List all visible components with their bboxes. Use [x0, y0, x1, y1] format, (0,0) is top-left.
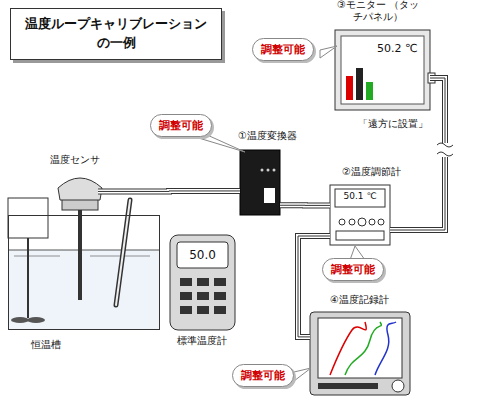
adjustable-callout: 調整可能 [322, 258, 384, 281]
recorder-screen [318, 318, 402, 378]
thermometer-keys [180, 278, 226, 314]
converter-led [273, 169, 276, 172]
monitor-bar [356, 68, 363, 100]
thermometer-body [170, 235, 235, 330]
monitor-touch-panel: 50.2 ℃③モニター （タッチパネル） [335, 30, 430, 110]
converter-led [261, 169, 264, 172]
sensor-head [58, 178, 102, 200]
cable-stroke [298, 236, 330, 337]
callout-text: 調整可能 [331, 262, 375, 277]
device-label: 恒温槽 [31, 339, 61, 351]
device-label: 温度センサ [50, 154, 100, 166]
callout-tail [294, 368, 311, 381]
cable-stroke [390, 78, 445, 230]
display-value: 50.0 [177, 248, 228, 262]
stirrer-motor [8, 198, 48, 238]
adjustable-callout: 調整可能 [232, 364, 294, 387]
adjustable-callout: 調整可能 [252, 38, 314, 61]
temperature-sensor: 温度センサ [62, 178, 98, 210]
monitor-bar [366, 82, 373, 100]
bath-water [9, 250, 159, 329]
note-label: 「遠方に設置」 [358, 118, 428, 130]
constant-temperature-bath: 恒温槽 [8, 215, 160, 330]
recorder-keys [318, 383, 378, 389]
cable-stroke [280, 202, 330, 208]
water-line [9, 250, 159, 251]
cable-stroke [98, 190, 240, 191]
monitor-frame [335, 30, 430, 110]
recorder-body [310, 312, 410, 395]
callout-text: 調整可能 [241, 368, 285, 383]
title-text: 温度ループキャリブレーション の一例 [21, 15, 211, 53]
device-label: ①温度変換器 [238, 130, 297, 142]
signal-cable [298, 236, 330, 337]
device-label: ②温度調節計 [342, 166, 401, 178]
water-mark [14, 256, 60, 257]
display-value: 50.1 ℃ [336, 191, 384, 202]
controller-body [330, 185, 390, 245]
cable-stroke [280, 205, 330, 206]
cable-stroke [390, 78, 445, 230]
signal-cable [390, 78, 445, 230]
cable-stroke [298, 236, 330, 337]
recorder-knob [392, 380, 404, 392]
recorder-trace [345, 322, 381, 375]
break-wave [437, 152, 453, 156]
cable-stroke [280, 203, 330, 207]
stirrer-blade [27, 317, 45, 323]
break-gap [437, 143, 453, 157]
display-value: 50.2 ℃ [377, 42, 417, 55]
temperature-converter: ①温度変換器 [240, 150, 280, 215]
device-label: ③モニター （タッチパネル） [335, 0, 421, 23]
device-label: 標準温度計 [177, 335, 227, 347]
converter-led [267, 169, 270, 172]
recorder-trace [375, 322, 396, 375]
signal-cable [280, 205, 330, 206]
callout-text: 調整可能 [159, 118, 203, 133]
monitor-bar [346, 76, 353, 100]
stirrer-blade [11, 317, 29, 323]
adjustable-callout: 調整可能 [150, 114, 212, 137]
callout-tail [320, 46, 337, 58]
sensor-probe [78, 210, 82, 300]
standard-thermometer: 50.0標準温度計 [170, 235, 235, 330]
monitor-screen [341, 36, 424, 104]
converter-plate [264, 188, 275, 203]
temperature-controller: 50.1 ℃②温度調節計 [330, 185, 390, 245]
title-box: 温度ループキャリブレーション の一例 [10, 8, 222, 60]
cable-stroke [98, 188, 240, 194]
signal-cable [98, 190, 240, 191]
device-label: ④温度記録計 [330, 294, 389, 306]
converter-body [240, 150, 280, 215]
temperature-recorder: ④温度記録計 [310, 312, 410, 395]
thermometer-display [177, 242, 228, 268]
controller-display [335, 189, 385, 207]
stirrer-shaft [27, 238, 29, 318]
cable-stroke [390, 78, 445, 230]
cable-stroke [298, 236, 330, 337]
controller-keys [336, 218, 384, 240]
cable-stroke [98, 189, 240, 193]
callout-text: 調整可能 [261, 42, 305, 57]
break-wave [437, 143, 453, 147]
